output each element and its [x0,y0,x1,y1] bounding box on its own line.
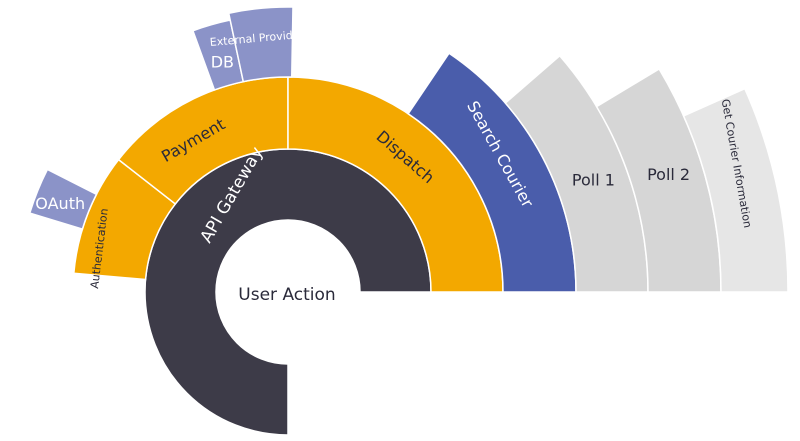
segment-get-courier-information[interactable] [682,87,789,293]
segment-label-oauth: OAuth [35,194,85,213]
segment-label-poll-1: Poll 1 [572,170,615,189]
segment-external-provider[interactable] [227,6,294,83]
segment-oauth[interactable] [28,168,98,231]
segment-arcs [28,6,789,436]
segment-label-db: DB [211,53,234,72]
segment-label-poll-2: Poll 2 [647,165,690,184]
center-label: User Action [238,285,335,305]
